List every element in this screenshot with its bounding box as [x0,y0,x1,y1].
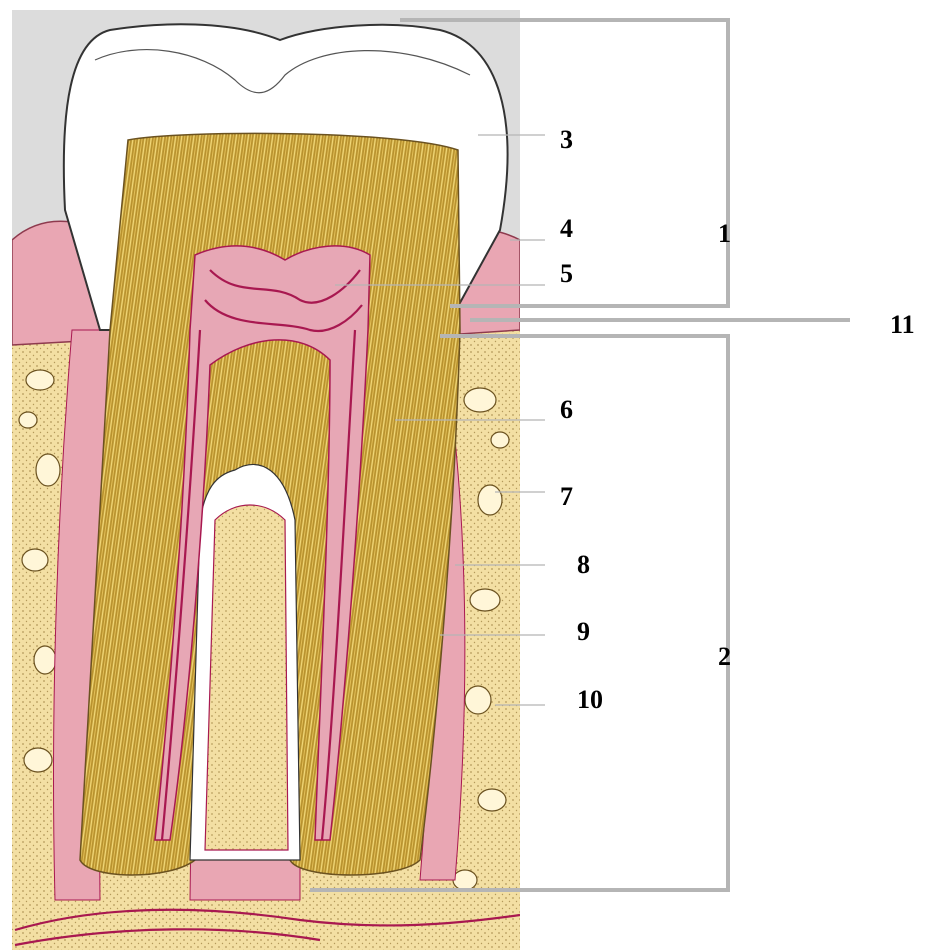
label-4: 4 [560,214,573,243]
label-10: 10 [577,685,603,714]
label-8: 8 [577,550,590,579]
label-7: 7 [560,482,573,511]
label-3: 3 [560,125,573,154]
label-11: 11 [890,310,915,339]
illustration-panel [12,10,520,950]
interradicular-bone-texture [205,505,288,850]
label-5: 5 [560,259,573,288]
label-6: 6 [560,395,573,424]
label-1: 1 [718,219,731,248]
label-9: 9 [577,617,590,646]
label-2: 2 [718,642,731,671]
